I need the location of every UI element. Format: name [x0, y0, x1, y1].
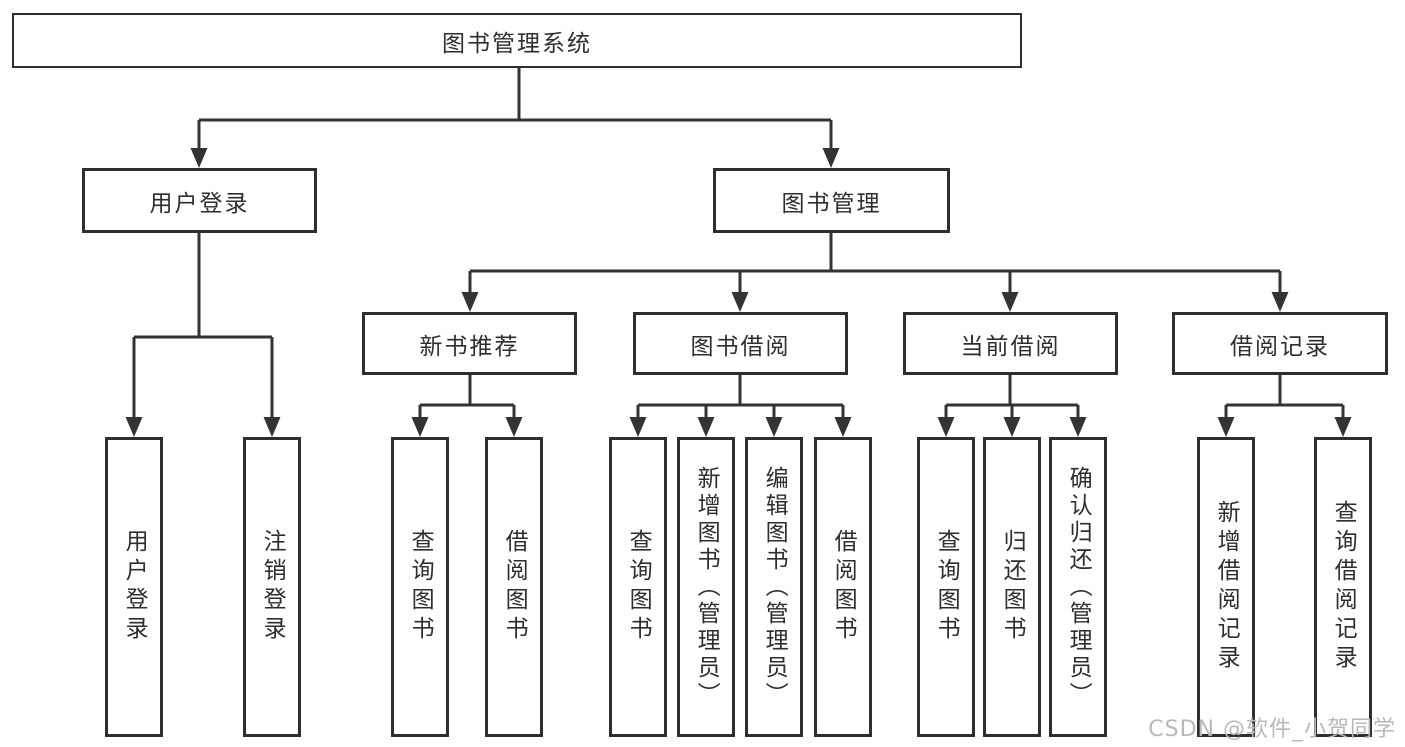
leaf-label: 新增借阅记录 [1213, 500, 1240, 674]
leaf-label: 借阅图书 [830, 529, 857, 645]
leaf-user-login: 用户登录 [105, 437, 163, 737]
leaf-query-books-current: 查询图书 [917, 437, 975, 737]
node-borrowing-records: 借阅记录 [1172, 312, 1388, 375]
leaf-edit-books-admin: 编辑图书（管理员） [745, 437, 803, 737]
arrowheads [125, 148, 1352, 437]
leaf-logout-login: 注销登录 [243, 437, 301, 737]
node-user-login: 用户登录 [82, 168, 317, 233]
leaf-label: 查询图书 [407, 529, 434, 645]
node-book-management: 图书管理 [713, 168, 950, 233]
node-book-borrowing: 图书借阅 [633, 312, 848, 375]
watermark: CSDN @软件_小贺同学 [1148, 717, 1396, 742]
leaf-label: 查询借阅记录 [1330, 500, 1357, 674]
leaf-label: 用户登录 [121, 529, 148, 645]
connector-paths [132, 68, 1345, 420]
leaf-return-books: 归还图书 [983, 437, 1041, 737]
leaf-label: 注销登录 [259, 529, 286, 645]
leaf-add-borrow-record: 新增借阅记录 [1197, 437, 1255, 737]
node-root: 图书管理系统 [12, 13, 1022, 68]
leaf-query-borrow-record: 查询借阅记录 [1314, 437, 1372, 737]
leaf-label: 新增图书（管理员） [693, 465, 720, 709]
leaf-label: 查询图书 [625, 529, 652, 645]
leaf-query-books-recommend: 查询图书 [391, 437, 449, 737]
leaf-add-books-admin: 新增图书（管理员） [677, 437, 735, 737]
leaf-confirm-return-admin: 确认归还（管理员） [1049, 437, 1107, 737]
leaf-label: 归还图书 [999, 529, 1026, 645]
leaf-label: 确认归还（管理员） [1065, 465, 1092, 709]
leaf-label: 借阅图书 [501, 529, 528, 645]
leaf-borrow-books: 借阅图书 [814, 437, 872, 737]
node-new-book-recommendation: 新书推荐 [362, 312, 577, 375]
leaf-label: 查询图书 [933, 529, 960, 645]
node-current-borrowing: 当前借阅 [903, 312, 1118, 375]
leaf-query-books-borrow: 查询图书 [609, 437, 667, 737]
leaf-borrow-books-recommend: 借阅图书 [485, 437, 543, 737]
leaf-label: 编辑图书（管理员） [761, 465, 788, 709]
